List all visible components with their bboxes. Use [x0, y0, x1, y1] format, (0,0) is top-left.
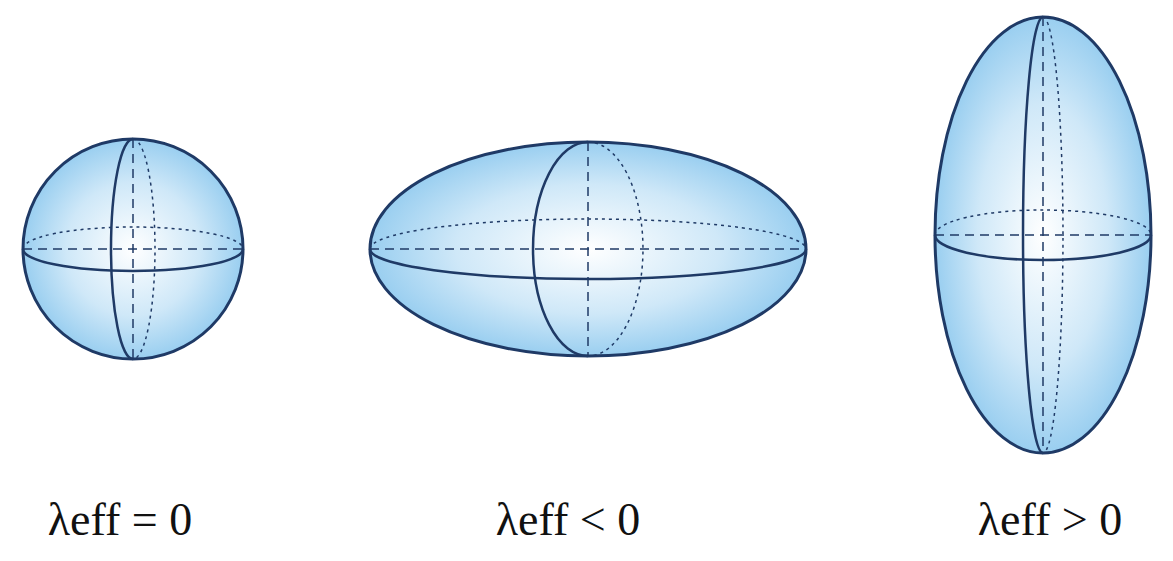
parameter-label: λeff < 0	[496, 495, 640, 546]
parameter-label: λeff = 0	[48, 495, 192, 546]
sphere	[23, 139, 243, 359]
parameter-label: λeff > 0	[978, 495, 1122, 546]
horizontal-ellipsoid	[370, 142, 806, 356]
vertical-ellipsoid	[935, 17, 1151, 453]
